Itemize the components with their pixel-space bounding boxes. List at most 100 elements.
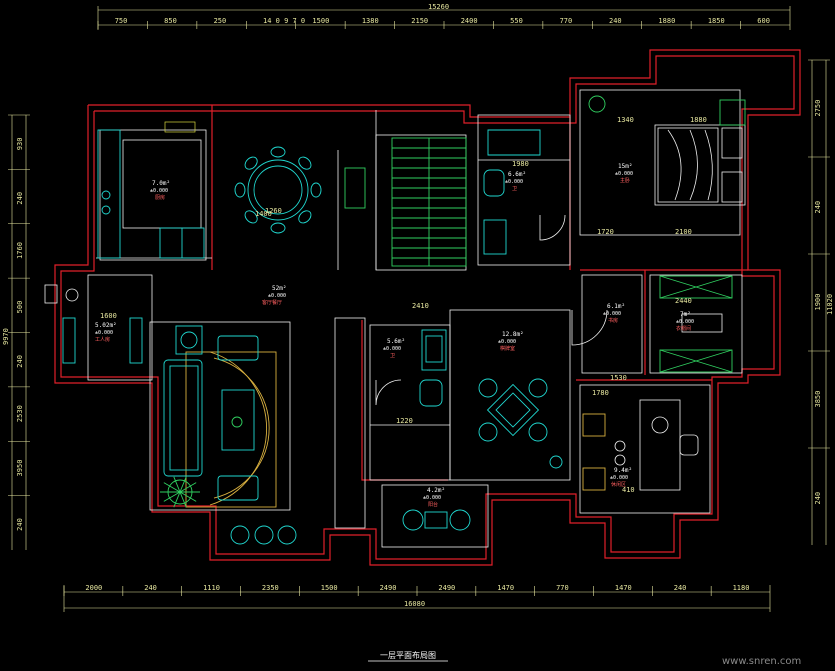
right-total-dim: 11020	[826, 294, 834, 315]
svg-text:1260: 1260	[265, 207, 282, 215]
svg-text:工人房: 工人房	[95, 336, 110, 343]
top-dim-0: 750	[115, 17, 128, 25]
svg-text:1600: 1600	[100, 312, 117, 320]
dining-chair	[234, 182, 246, 198]
living-room-set	[149, 321, 291, 511]
svg-text:卫: 卫	[390, 353, 395, 359]
dining-chair	[244, 156, 258, 170]
bottom-dim-4: 1500	[321, 584, 338, 592]
plant-frond	[163, 482, 181, 493]
room-label-living: 52m² ±0.000 客厅餐厅	[262, 285, 286, 306]
svg-text:15m²: 15m²	[618, 163, 632, 170]
svg-text:2440: 2440	[675, 297, 692, 305]
top-dim-8: 550	[510, 17, 523, 25]
svg-text:±0.000: ±0.000	[383, 346, 401, 352]
svg-text:6.6m²: 6.6m²	[508, 171, 526, 178]
room-labels: 7.0m² ±0.000 厨房 52m² ±0.000 客厅餐厅 5.02m² …	[95, 163, 694, 508]
svg-text:休闲区: 休闲区	[611, 481, 626, 488]
left-dim-2: 1760	[16, 242, 24, 259]
svg-text:棋牌室: 棋牌室	[500, 345, 515, 352]
bottom-dim-10: 240	[674, 584, 687, 592]
svg-text:5.6m²: 5.6m²	[387, 338, 405, 345]
right-dim-0: 2750	[814, 100, 822, 117]
svg-text:±0.000: ±0.000	[423, 495, 441, 501]
room-label-study: 12.8m² ±0.000 棋牌室	[498, 331, 524, 352]
right-dim-3: 3850	[814, 391, 822, 408]
bottom-total-dim: 16080	[404, 600, 425, 608]
drawing-title: 一层平面布局图	[380, 650, 436, 660]
leisure-area	[582, 399, 699, 491]
top-dim-11: 1880	[658, 17, 675, 25]
right-dim-4: 240	[814, 492, 822, 505]
bathroom-fixtures	[419, 129, 541, 407]
bottom-dim-5: 2490	[380, 584, 397, 592]
svg-text:客厅餐厅: 客厅餐厅	[262, 299, 282, 306]
plant-frond	[163, 491, 181, 502]
svg-text:阳台: 阳台	[428, 501, 438, 508]
card-table	[478, 378, 563, 469]
top-dim-6: 2150	[411, 17, 428, 25]
left-dim-3: 500	[16, 301, 24, 314]
dining-chair	[298, 156, 312, 170]
master-bed	[588, 95, 746, 206]
top-dim-5: 1380	[362, 17, 379, 25]
top-dim-13: 600	[757, 17, 770, 25]
svg-text:±0.000: ±0.000	[603, 311, 621, 317]
left-dim-0: 930	[16, 138, 24, 151]
room-label-cloak: 7m² ±0.000 衣帽间	[676, 311, 694, 332]
staircase	[391, 137, 467, 267]
left-dim-4: 240	[16, 355, 24, 368]
svg-text:±0.000: ±0.000	[505, 179, 523, 185]
svg-text:1220: 1220	[396, 417, 413, 425]
svg-text:±0.000: ±0.000	[95, 330, 113, 336]
left-dim-7: 240	[16, 518, 24, 531]
door-swings	[375, 214, 608, 406]
svg-text:衣帽间: 衣帽间	[676, 325, 691, 332]
dining-chair	[298, 210, 312, 224]
right-dim-2: 1900	[814, 294, 822, 311]
top-dim-7: 2400	[461, 17, 478, 25]
svg-text:1530: 1530	[610, 374, 627, 382]
room-label-kitchen: 7.0m² ±0.000 厨房	[150, 180, 170, 201]
bottom-dim-7: 1470	[497, 584, 514, 592]
svg-text:1340: 1340	[617, 116, 634, 124]
svg-text:1780: 1780	[592, 389, 609, 397]
room-label-bath1: 6.6m² ±0.000 卫	[505, 171, 526, 192]
svg-text:410: 410	[622, 486, 635, 494]
room-label-bath2: 5.6m² ±0.000 卫	[383, 338, 405, 359]
svg-text:卫: 卫	[512, 186, 517, 192]
dining-chair	[270, 222, 286, 234]
svg-text:2100: 2100	[675, 228, 692, 236]
top-dim-12: 1850	[708, 17, 725, 25]
dining-chair	[244, 210, 258, 224]
room-label-master: 15m² ±0.000 主卧	[615, 163, 633, 184]
top-total-dim: 15260	[428, 3, 449, 11]
bottom-dim-8: 770	[556, 584, 569, 592]
room-label-garden: 9.4m² ±0.000 休闲区	[610, 467, 632, 488]
top-dim-3: 14 0 9 7 0	[263, 17, 305, 25]
inner-dimensions: 1400 1880 1980 1340 2100 1260 1600 1720 …	[100, 116, 707, 494]
svg-text:6.1m²: 6.1m²	[607, 303, 625, 310]
svg-text:±0.000: ±0.000	[676, 319, 694, 325]
svg-text:2410: 2410	[412, 302, 429, 310]
plant-frond	[179, 482, 197, 493]
svg-text:1720: 1720	[597, 228, 614, 236]
svg-text:52m²: 52m²	[272, 285, 286, 292]
right-dimension-chain: 11020 2750 240 1900 3850 240	[808, 59, 834, 545]
balcony-seats	[402, 509, 471, 531]
plant-frond	[179, 491, 187, 508]
top-dim-1: 850	[164, 17, 177, 25]
bottom-dim-2: 1110	[203, 584, 220, 592]
svg-text:书房: 书房	[608, 317, 618, 324]
room-label-balcony: 4.2m² ±0.000 阳台	[423, 487, 445, 508]
watermark: www.snren.com	[722, 656, 801, 667]
top-dim-10: 240	[609, 17, 622, 25]
wardrobes	[659, 275, 733, 373]
svg-text:5.02m²: 5.02m²	[95, 322, 117, 329]
svg-text:1980: 1980	[512, 160, 529, 168]
svg-text:±0.000: ±0.000	[610, 475, 628, 481]
svg-text:9.4m²: 9.4m²	[614, 467, 632, 474]
right-dim-1: 240	[814, 201, 822, 214]
